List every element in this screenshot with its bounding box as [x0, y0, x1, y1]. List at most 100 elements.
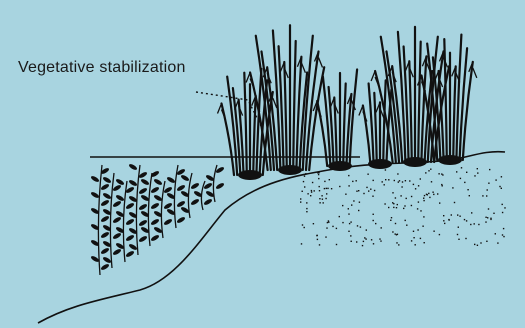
soil-speck [326, 193, 327, 194]
soil-speck [351, 241, 352, 242]
soil-speck [363, 193, 364, 194]
soil-speck [348, 175, 349, 176]
soil-speck [485, 221, 486, 222]
emergent-reeds [218, 25, 477, 180]
soil-speck [418, 201, 419, 202]
soil-speck [327, 222, 328, 223]
soil-speck [423, 216, 424, 217]
soil-speck [384, 184, 385, 185]
soil-speck [457, 214, 458, 215]
soil-speck [466, 172, 467, 173]
soil-speck [348, 185, 349, 186]
soil-speck [503, 236, 504, 237]
soil-speck [385, 169, 386, 170]
soil-speck [313, 223, 314, 224]
soil-speck [319, 202, 320, 203]
soil-speck [322, 199, 323, 200]
soil-speck [363, 241, 364, 242]
soil-speck [360, 226, 361, 227]
soil-speck [400, 195, 401, 196]
soil-speck [486, 241, 487, 242]
soil-speck [368, 190, 369, 191]
soil-speck [488, 183, 489, 184]
soil-speck [399, 180, 400, 181]
soil-speck [307, 193, 308, 194]
soil-speck [305, 173, 306, 174]
soil-speck [431, 181, 432, 182]
soil-speck [317, 172, 318, 173]
soil-speck [461, 167, 462, 168]
soil-speck [465, 238, 466, 239]
submerged-plant [153, 178, 173, 238]
soil-speck [327, 188, 328, 189]
soil-speck [345, 194, 346, 195]
soil-speck [404, 205, 405, 206]
soil-speck [370, 189, 371, 190]
soil-speck [411, 196, 412, 197]
soil-speck [319, 198, 320, 199]
soil-speck [351, 204, 352, 205]
soil-speck [486, 195, 487, 196]
soil-speck [503, 228, 504, 229]
soil-speck [471, 212, 472, 213]
soil-speck [339, 216, 340, 217]
soil-speck [457, 234, 458, 235]
soil-speck [325, 236, 326, 237]
soil-speck [348, 231, 349, 232]
soil-speck [398, 181, 399, 182]
soil-speck [469, 195, 470, 196]
soil-speck [331, 188, 332, 189]
soil-speck [420, 238, 421, 239]
soil-speck [306, 202, 307, 203]
soil-speck [433, 194, 434, 195]
soil-speck [415, 188, 416, 189]
soil-speck [304, 186, 305, 187]
soil-speck [324, 181, 325, 182]
soil-speck [402, 181, 403, 182]
soil-speck [352, 181, 353, 182]
soil-speck [442, 185, 443, 186]
soil-speck [348, 208, 349, 209]
soil-speck [304, 176, 305, 177]
soil-speck [388, 207, 389, 208]
soil-speck [302, 191, 303, 192]
soil-speck [397, 173, 398, 174]
soil-speck [342, 205, 343, 206]
soil-speck [350, 235, 351, 236]
soil-speck [495, 233, 496, 234]
soil-speck [439, 202, 440, 203]
soil-speck [366, 229, 367, 230]
soil-speck [397, 234, 398, 235]
soil-speck [442, 174, 443, 175]
soil-speck [474, 244, 475, 245]
soil-speck [467, 189, 468, 190]
soil-speck [502, 204, 503, 205]
soil-speck [405, 180, 406, 181]
submerged-plants [90, 163, 225, 275]
soil-speck [452, 187, 453, 188]
soil-speck [488, 208, 489, 209]
soil-speck [504, 207, 505, 208]
soil-speck [443, 220, 444, 221]
soil-speck [415, 244, 416, 245]
soil-speck [451, 214, 452, 215]
soil-speck [380, 240, 381, 241]
soil-speck [319, 186, 320, 187]
soil-speck [324, 188, 325, 189]
soil-speck [432, 192, 433, 193]
soil-speck [403, 208, 404, 209]
soil-speck [401, 186, 402, 187]
soil-speck [480, 242, 481, 243]
soil-speck [342, 222, 343, 223]
soil-speck [339, 186, 340, 187]
soil-speck [395, 223, 396, 224]
soil-speck [497, 242, 498, 243]
soil-speck [350, 221, 351, 222]
soil-speck [366, 187, 367, 188]
soil-speck [417, 229, 418, 230]
soil-speck [420, 210, 421, 211]
vegetative-stabilization-label: Vegetative stabilization [18, 59, 186, 77]
soil-speck [458, 239, 459, 240]
soil-speck [311, 191, 312, 192]
soil-speck [454, 202, 455, 203]
